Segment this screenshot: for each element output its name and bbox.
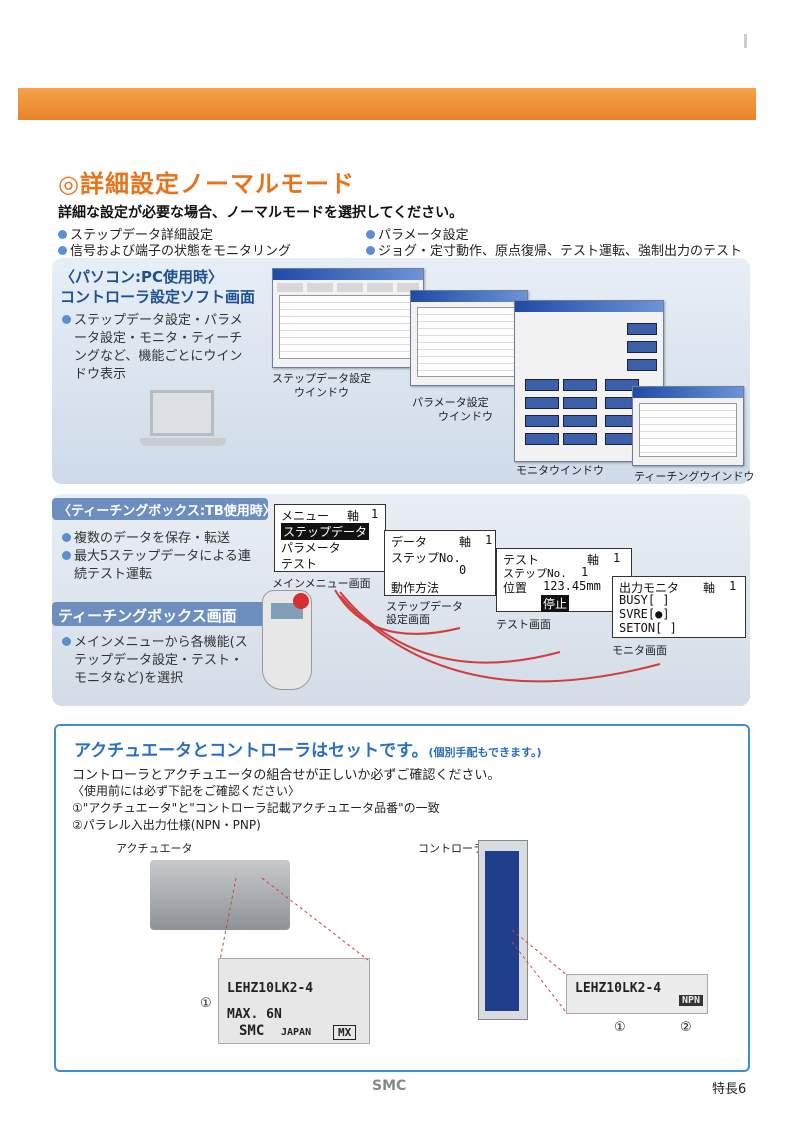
tb-step-data-screen: データ 軸 1 ステップNo. 0 動作方法 xyxy=(384,530,496,596)
bullet-dot-icon xyxy=(366,246,375,255)
tb-monitor-screen: 出力モニタ 軸 1 BUSY[ ] SVRE[●] SETON[ ] xyxy=(612,576,746,638)
tb-head-bar xyxy=(52,498,268,520)
teaching-box-image xyxy=(262,590,312,690)
tb-head-bar-2 xyxy=(52,602,268,626)
tb-monitor-caption: モニタ画面 xyxy=(612,644,667,657)
header-band xyxy=(18,88,756,120)
bullet-dot-icon xyxy=(58,230,67,239)
bullet-step-data: ステップデータ詳細設定 xyxy=(58,224,213,243)
step-data-window-image xyxy=(272,268,424,368)
marker-1-actuator: ① xyxy=(200,996,212,1011)
controller-label: コントローラ xyxy=(418,842,484,855)
tb-step-data-caption: ステップデータ設定画面 xyxy=(386,600,463,626)
monitor-window-caption: モニタウインドウ xyxy=(516,464,604,477)
bullet-dot-icon xyxy=(62,533,71,542)
tb-test-caption: テスト画面 xyxy=(496,618,551,631)
bullet-dot-icon xyxy=(366,230,375,239)
set-notice-line2: 〈使用前には必ず下記をご確認ください〉 xyxy=(72,784,301,798)
set-notice-line1: コントローラとアクチュエータの組合せが正しいか必ずご確認ください。 xyxy=(72,768,501,783)
actuator-image xyxy=(150,860,290,930)
tb-panel-bullets: 複数のデータを保存・転送 最大5ステップデータによる連 続テスト運転 xyxy=(62,530,251,584)
bullet-dot-icon xyxy=(58,246,67,255)
laptop-base-image xyxy=(140,438,226,446)
tb-test-screen: テスト 軸 1 ステップNo. 1 位置 123.45mm 停止 xyxy=(496,548,632,612)
tb-main-menu-caption: メインメニュー画面 xyxy=(272,577,371,590)
tb-main-menu-screen: メニュー 軸 1 ステップデータ パラメータ テスト xyxy=(274,504,386,572)
pc-panel-head: 〈パソコン:PC使用時〉 xyxy=(60,268,224,286)
monitor-window-image xyxy=(514,300,664,462)
teaching-window-image xyxy=(632,386,744,466)
param-window-caption: パラメータ設定ウインドウ xyxy=(412,396,493,423)
marker-1-controller: ① xyxy=(614,1020,626,1035)
set-notice-title: アクチュエータとコントローラはセットです。(個別手配もできます。) xyxy=(74,741,542,761)
set-notice-line4: ②パラレル入出力仕様(NPN・PNP) xyxy=(72,818,261,832)
controller-nameplate: LEHZ10LK2-4 NPN xyxy=(566,974,708,1014)
bullet-parameter: パラメータ設定 xyxy=(366,224,469,243)
actuator-label: アクチュエータ xyxy=(116,842,193,855)
section-title: ◎詳細設定ノーマルモード xyxy=(58,170,355,198)
bullet-monitoring: 信号および端子の状態をモニタリング xyxy=(58,240,291,259)
marker-2-controller: ② xyxy=(680,1020,692,1035)
tb-panel-head: 〈ティーチングボックス:TB使用時〉 xyxy=(58,504,276,519)
teaching-window-caption: ティーチングウインドウ xyxy=(634,470,755,483)
page-edge-mark xyxy=(744,34,747,48)
parameter-window-image xyxy=(410,290,528,386)
tb-screen-bullets: メインメニューから各機能(ス テップデータ設定・テスト・ モニタなど)を選択 xyxy=(62,634,248,688)
step-window-caption: ステップデータ設定ウインドウ xyxy=(272,372,371,399)
controller-image xyxy=(478,840,528,1020)
smc-logo: SMC xyxy=(372,1078,407,1094)
set-notice-line3: ①"アクチュエータ"と"コントローラ記載アクチュエータ品番"の一致 xyxy=(72,801,440,815)
bullet-dot-icon xyxy=(62,637,71,646)
pc-panel-desc: ステップデータ設定・パラメ ータ設定・モニタ・ティーチ ングなど、機能ごとにウイ… xyxy=(62,312,243,384)
section-lead: 詳細な設定が必要な場合、ノーマルモードを選択してください。 xyxy=(58,205,464,221)
bullet-dot-icon xyxy=(62,551,71,560)
emergency-stop-icon xyxy=(293,593,309,609)
pc-panel-subhead: コントローラ設定ソフト画面 xyxy=(60,288,256,306)
bullet-tests: ジョグ・定寸動作、原点復帰、テスト運転、強制出力のテスト xyxy=(366,240,742,259)
actuator-nameplate: LEHZ10LK2-4 MAX. 6N SMC JAPAN MX xyxy=(218,958,370,1044)
laptop-screen-image xyxy=(150,390,214,436)
bullet-dot-icon xyxy=(62,315,71,324)
page-number: 特長6 xyxy=(712,1082,747,1097)
tb-screen-head: ティーチングボックス画面 xyxy=(58,607,237,625)
